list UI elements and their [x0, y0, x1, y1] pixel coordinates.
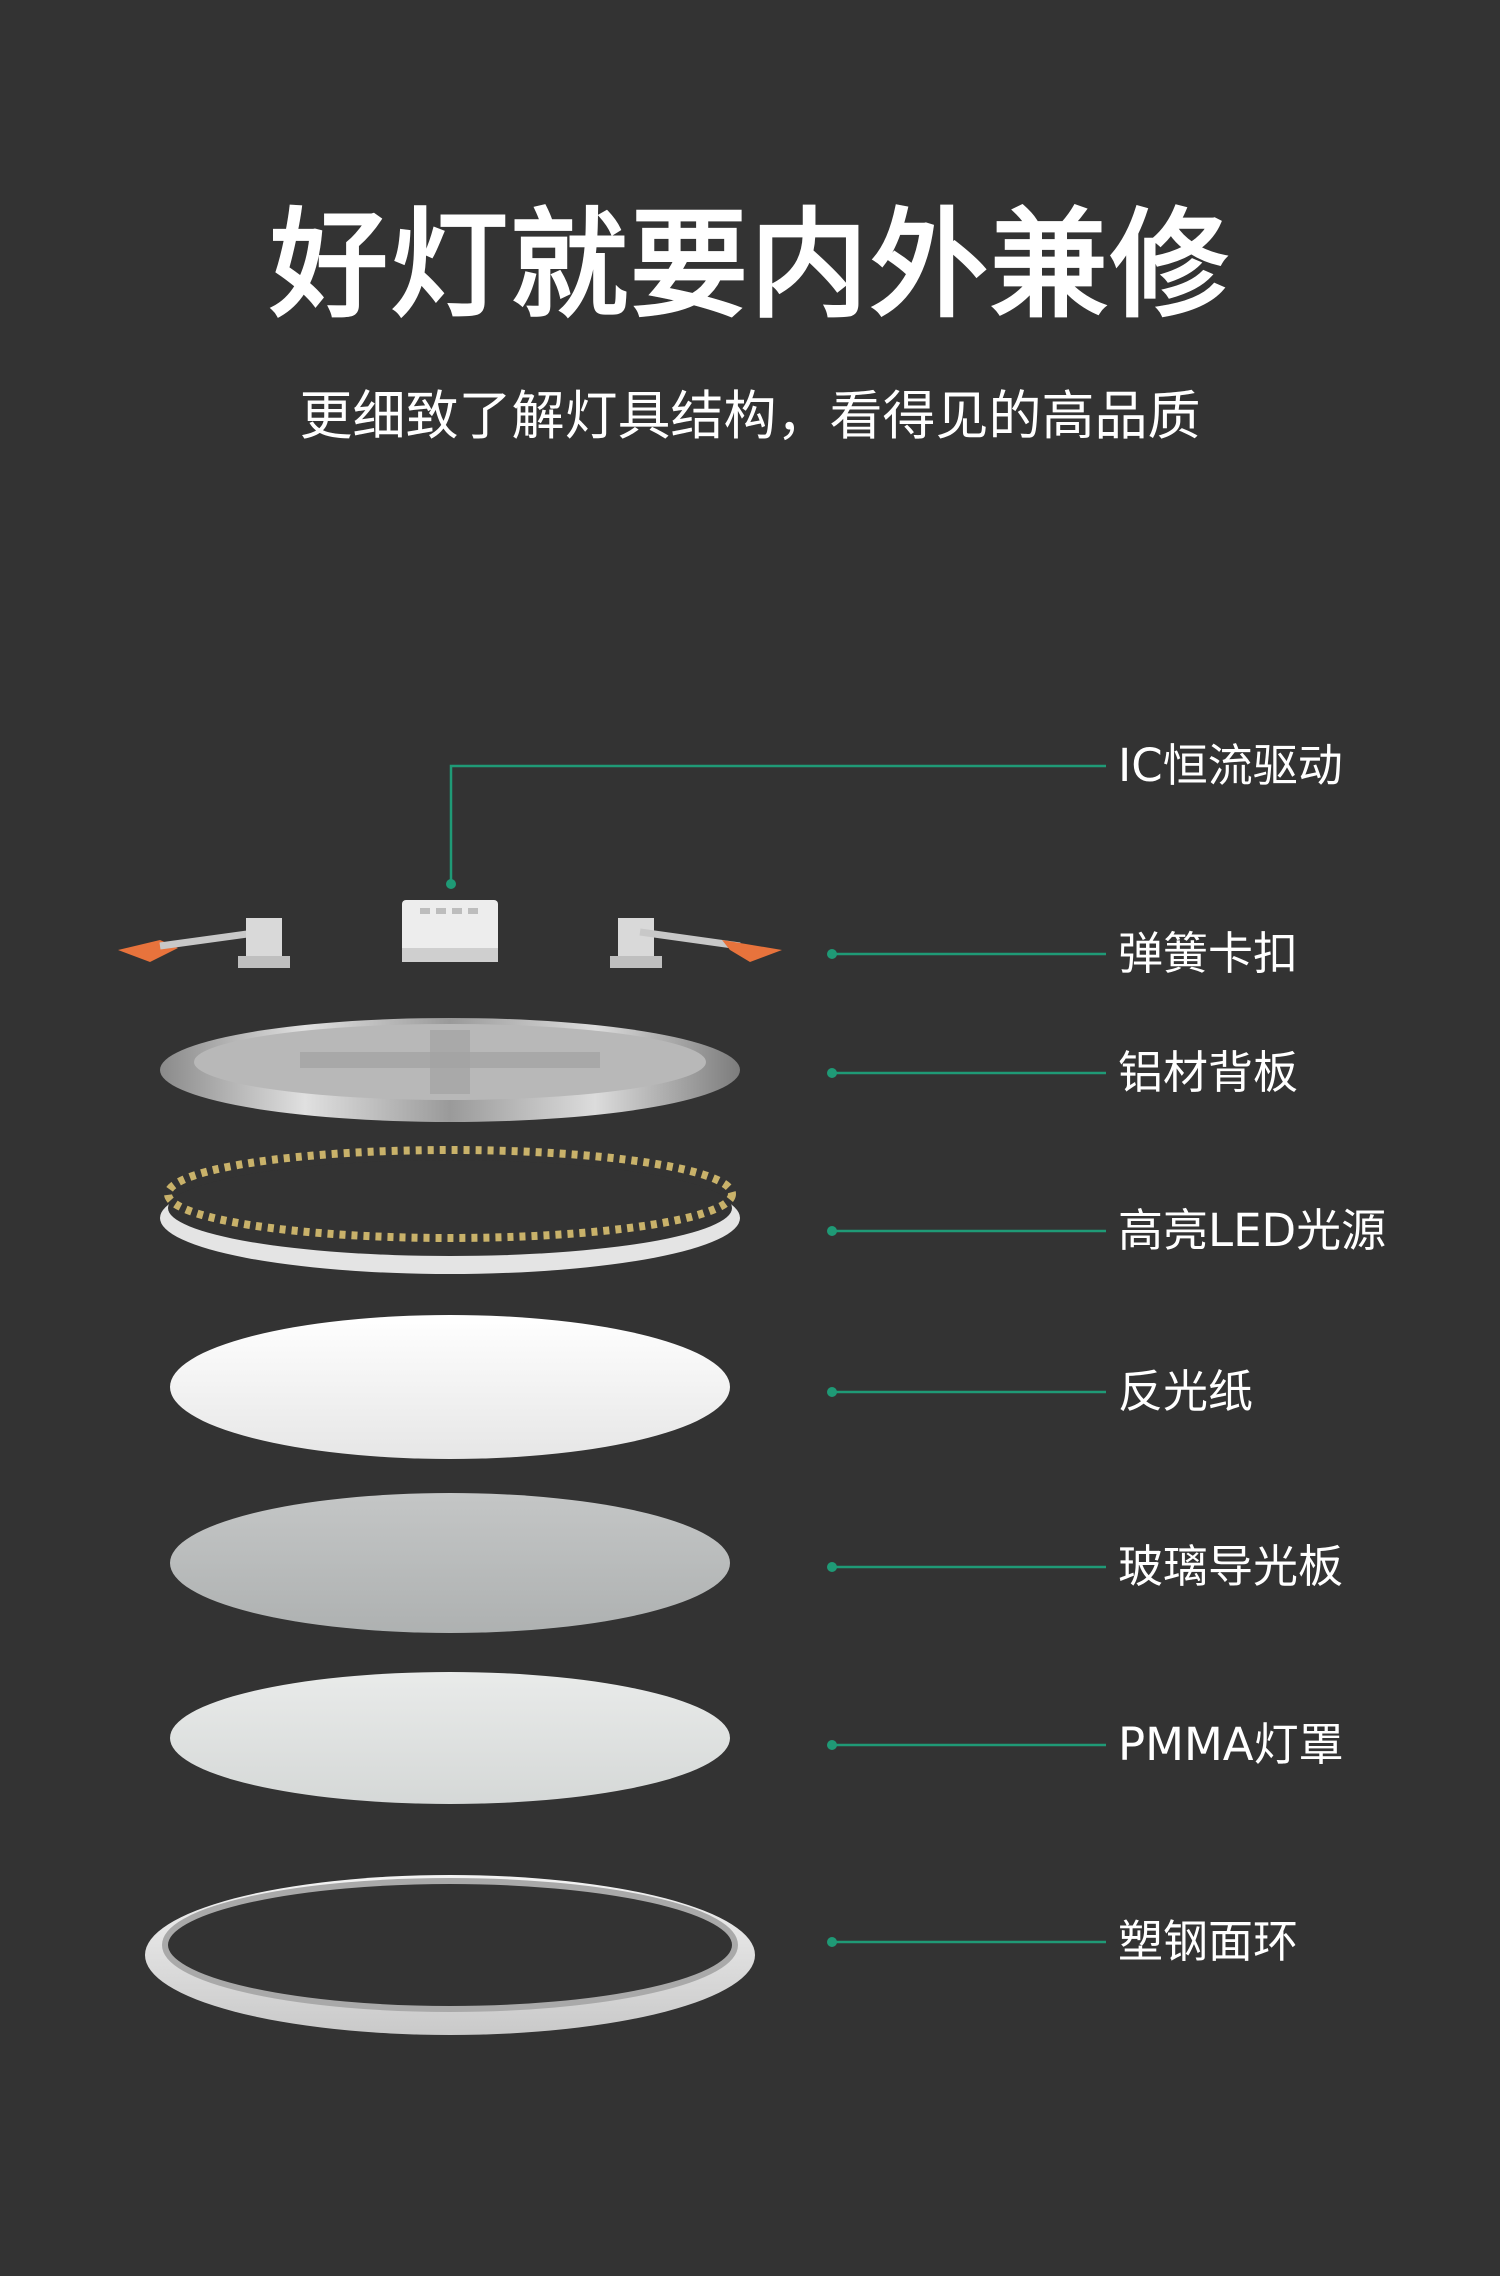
callout-line-ic-driver: [449, 764, 1106, 884]
label-ic-driver: IC恒流驱动: [1118, 739, 1343, 792]
light-guide-disc: [170, 1493, 730, 1633]
page-subtitle: 更细致了解灯具结构，看得见的高品质: [299, 386, 1201, 447]
reflector-disc: [170, 1315, 730, 1459]
callout-dot-light-guide: [827, 1562, 837, 1572]
frame-ring-part: [145, 1875, 755, 2035]
callout-dot-reflector: [827, 1387, 837, 1397]
label-aluminum-back: 铝材背板: [1118, 1046, 1299, 1099]
label-pmma-cover: PMMA灯罩: [1118, 1718, 1344, 1771]
label-frame-ring: 塑钢面环: [1118, 1915, 1299, 1968]
label-spring-clip: 弹簧卡扣: [1118, 927, 1299, 980]
label-led-source: 高亮LED光源: [1118, 1204, 1387, 1257]
led-strip-ring: [160, 1146, 740, 1274]
callout-dot-pmma-cover: [827, 1740, 837, 1750]
callout-dot-aluminum-back: [827, 1068, 837, 1078]
callout-dot-spring-clip: [827, 949, 837, 959]
callout-dot-frame-ring: [827, 1937, 837, 1947]
spring-clip-right: [610, 918, 782, 968]
ic-driver-part: [402, 900, 498, 962]
page-title: 好灯就要内外兼修: [269, 196, 1230, 334]
aluminum-back-plate: [160, 1018, 740, 1122]
pmma-cover-disc: [170, 1672, 730, 1804]
callout-dot-led-source: [827, 1226, 837, 1236]
callout-dot-ic-driver: [446, 879, 456, 889]
spring-clip-left: [118, 918, 290, 968]
label-reflector: 反光纸: [1118, 1365, 1254, 1418]
label-light-guide: 玻璃导光板: [1118, 1540, 1344, 1593]
